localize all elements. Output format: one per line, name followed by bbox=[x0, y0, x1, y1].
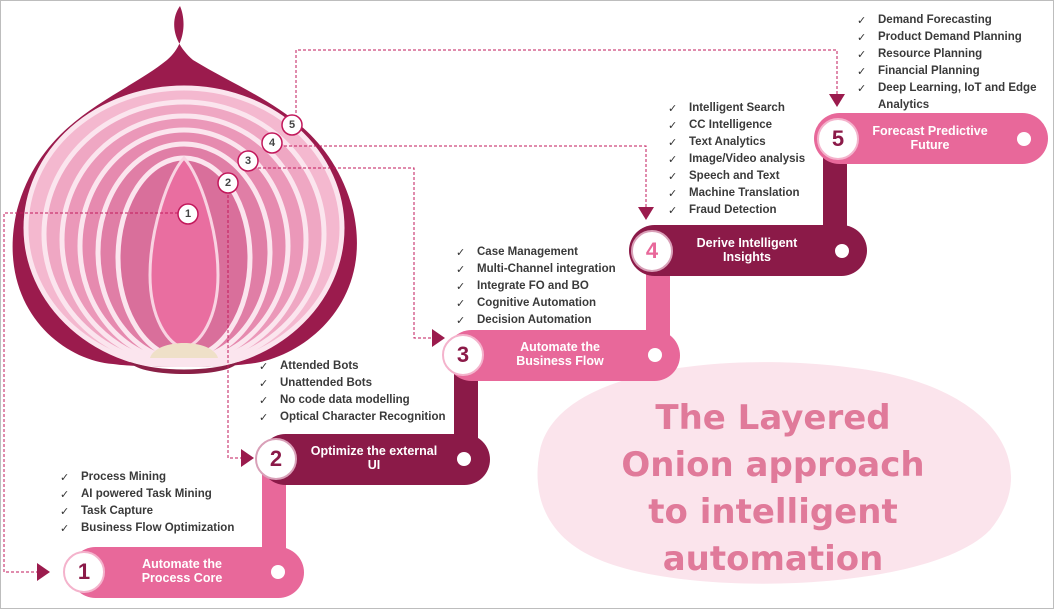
check-icon: ✓ bbox=[259, 377, 269, 390]
list-item: ✓CC Intelligence bbox=[668, 119, 773, 132]
list-item: ✓Deep Learning, IoT and Edge Analytics bbox=[857, 82, 1037, 111]
check-icon: ✓ bbox=[668, 119, 678, 132]
list-item: ✓Multi-Channel integration bbox=[456, 263, 616, 276]
list-item: ✓Decision Automation bbox=[456, 314, 592, 327]
check-icon: ✓ bbox=[857, 82, 867, 95]
stage-4-title: Derive Intelligent Insights bbox=[696, 236, 798, 264]
stage-5-title: Forecast Predictive Future bbox=[872, 124, 988, 152]
list-item: ✓Fraud Detection bbox=[668, 204, 777, 217]
stage-5-number: 5 bbox=[831, 126, 845, 151]
list-item: ✓Case Management bbox=[456, 246, 578, 259]
check-icon: ✓ bbox=[857, 14, 867, 27]
check-icon: ✓ bbox=[456, 280, 466, 293]
list-item: ✓Business Flow Optimization bbox=[60, 522, 235, 535]
dashed-connectors bbox=[3, 49, 838, 573]
check-icon: ✓ bbox=[857, 65, 867, 78]
list-item: ✓Task Capture bbox=[60, 505, 154, 518]
stage-2-checklist: ✓Attended Bots ✓Unattended Bots ✓No code… bbox=[259, 358, 446, 426]
check-icon: ✓ bbox=[456, 263, 466, 276]
headline-backdrop bbox=[537, 362, 1012, 584]
onion-layer-4-label: 4 bbox=[268, 137, 276, 149]
riser-1-2 bbox=[262, 470, 286, 560]
list-item: ✓Unattended Bots bbox=[259, 377, 372, 390]
onion-layer-1-label: 1 bbox=[184, 208, 192, 220]
stage-5-bar bbox=[814, 113, 1048, 164]
onion-layer-5-label: 5 bbox=[288, 119, 296, 131]
list-item: ✓Demand Forecasting bbox=[857, 14, 992, 27]
onion-layer-markers bbox=[177, 114, 303, 225]
list-item: ✓Process Mining bbox=[60, 471, 166, 484]
stage-2-bar bbox=[255, 434, 490, 485]
check-icon: ✓ bbox=[456, 297, 466, 310]
list-item: ✓Integrate FO and BO bbox=[456, 280, 589, 293]
stage-1-number: 1 bbox=[77, 559, 91, 584]
check-icon: ✓ bbox=[456, 314, 466, 327]
stage-2-title: Optimize the external UI bbox=[310, 444, 438, 472]
list-item: ✓Resource Planning bbox=[857, 48, 983, 61]
stage-3-title: Automate the Business Flow bbox=[516, 340, 604, 368]
list-item: ✓Speech and Text bbox=[668, 170, 780, 183]
stage-1-checklist: ✓Process Mining ✓AI powered Task Mining … bbox=[60, 469, 234, 537]
onion-layer-3-label: 3 bbox=[244, 155, 252, 167]
list-item: ✓Machine Translation bbox=[668, 187, 800, 200]
headline-title: The Layered Onion approach to intelligen… bbox=[621, 398, 925, 579]
check-icon: ✓ bbox=[668, 187, 678, 200]
check-icon: ✓ bbox=[60, 471, 70, 484]
stage-5-checklist: ✓Demand Forecasting ✓Product Demand Plan… bbox=[857, 12, 1048, 114]
list-item: ✓Attended Bots bbox=[259, 360, 359, 373]
stage-1-bar bbox=[63, 547, 304, 598]
list-item: ✓Optical Character Recognition bbox=[259, 411, 446, 424]
list-item: ✓Financial Planning bbox=[857, 65, 980, 78]
stage-4-checklist: ✓Intelligent Search ✓CC Intelligence ✓Te… bbox=[668, 100, 805, 219]
check-icon: ✓ bbox=[60, 488, 70, 501]
stage-3-number: 3 bbox=[456, 342, 470, 367]
connector-arrowheads bbox=[37, 94, 845, 581]
list-item: ✓Product Demand Planning bbox=[857, 31, 1022, 44]
check-icon: ✓ bbox=[60, 505, 70, 518]
check-icon: ✓ bbox=[668, 102, 678, 115]
list-item: ✓Image/Video analysis bbox=[668, 153, 806, 166]
check-icon: ✓ bbox=[668, 204, 678, 217]
check-icon: ✓ bbox=[259, 411, 269, 424]
stage-3-checklist: ✓Case Management ✓Multi-Channel integrat… bbox=[456, 244, 616, 329]
check-icon: ✓ bbox=[60, 522, 70, 535]
stage-1-title: Automate the Process Core bbox=[141, 557, 223, 585]
onion-layer-2-label: 2 bbox=[224, 177, 232, 189]
check-icon: ✓ bbox=[668, 136, 678, 149]
check-icon: ✓ bbox=[668, 153, 678, 166]
check-icon: ✓ bbox=[259, 360, 269, 373]
stage-3-bar bbox=[442, 330, 680, 381]
list-item: ✓Text Analytics bbox=[668, 136, 766, 149]
list-item: ✓AI powered Task Mining bbox=[60, 488, 212, 501]
list-item: ✓Intelligent Search bbox=[668, 102, 785, 115]
check-icon: ✓ bbox=[259, 394, 269, 407]
stage-4-number: 4 bbox=[645, 238, 659, 263]
check-icon: ✓ bbox=[668, 170, 678, 183]
onion-illustration bbox=[12, 6, 357, 374]
list-item: ✓Cognitive Automation bbox=[456, 297, 597, 310]
stage-2-number: 2 bbox=[269, 446, 283, 471]
check-icon: ✓ bbox=[857, 48, 867, 61]
check-icon: ✓ bbox=[857, 31, 867, 44]
check-icon: ✓ bbox=[456, 246, 466, 259]
stage-4-bar bbox=[629, 225, 867, 276]
list-item: ✓No code data modelling bbox=[259, 394, 410, 407]
